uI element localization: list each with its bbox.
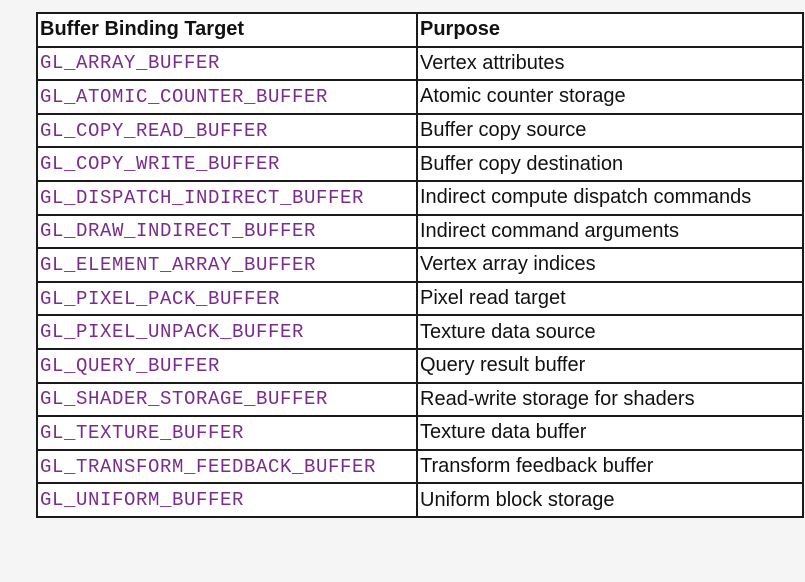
purpose-cell: Buffer copy source: [416, 112, 804, 149]
binding-target-cell: GL_DISPATCH_INDIRECT_BUFFER: [36, 179, 418, 216]
table-row: GL_QUERY_BUFFER Query result buffer: [36, 347, 804, 384]
purpose-cell: Indirect compute dispatch commands: [416, 179, 804, 216]
binding-target-cell: GL_PIXEL_UNPACK_BUFFER: [36, 314, 418, 350]
purpose-cell: Buffer copy destination: [416, 146, 804, 182]
binding-target-cell: GL_QUERY_BUFFER: [36, 347, 418, 384]
binding-target-cell: GL_ELEMENT_ARRAY_BUFFER: [36, 247, 418, 283]
table-row: GL_TEXTURE_BUFFER Texture data buffer: [36, 415, 804, 451]
table-header-row: Buffer Binding Target Purpose: [36, 12, 804, 48]
table-row: GL_ELEMENT_ARRAY_BUFFER Vertex array ind…: [36, 247, 804, 283]
table-row: GL_SHADER_STORAGE_BUFFER Read-write stor…: [36, 381, 804, 418]
purpose-cell: Transform feedback buffer: [416, 448, 804, 485]
table-row: GL_DISPATCH_INDIRECT_BUFFER Indirect com…: [36, 179, 804, 216]
table-row: GL_DRAW_INDIRECT_BUFFER Indirect command…: [36, 213, 804, 250]
purpose-cell: Atomic counter storage: [416, 79, 804, 115]
purpose-cell: Vertex array indices: [416, 247, 804, 283]
purpose-cell: Texture data buffer: [416, 415, 804, 451]
binding-target-cell: GL_PIXEL_PACK_BUFFER: [36, 280, 418, 317]
header-buffer-binding-target: Buffer Binding Target: [36, 12, 418, 48]
purpose-cell: Pixel read target: [416, 280, 804, 317]
table-row: GL_COPY_WRITE_BUFFER Buffer copy destina…: [36, 146, 804, 182]
purpose-cell: Query result buffer: [416, 347, 804, 384]
table-row: GL_ARRAY_BUFFER Vertex attributes: [36, 45, 804, 82]
binding-target-cell: GL_SHADER_STORAGE_BUFFER: [36, 381, 418, 418]
purpose-cell: Indirect command arguments: [416, 213, 804, 250]
buffer-binding-table: Buffer Binding Target Purpose GL_ARRAY_B…: [36, 12, 804, 518]
binding-target-cell: GL_ATOMIC_COUNTER_BUFFER: [36, 79, 418, 115]
table-row: GL_PIXEL_PACK_BUFFER Pixel read target: [36, 280, 804, 317]
purpose-cell: Uniform block storage: [416, 482, 804, 518]
binding-target-cell: GL_COPY_WRITE_BUFFER: [36, 146, 418, 182]
binding-target-cell: GL_TEXTURE_BUFFER: [36, 415, 418, 451]
header-purpose: Purpose: [416, 12, 804, 48]
binding-target-cell: GL_DRAW_INDIRECT_BUFFER: [36, 213, 418, 250]
binding-target-cell: GL_COPY_READ_BUFFER: [36, 112, 418, 149]
purpose-cell: Read-write storage for shaders: [416, 381, 804, 418]
purpose-cell: Texture data source: [416, 314, 804, 350]
table-row: GL_UNIFORM_BUFFER Uniform block storage: [36, 482, 804, 518]
table-row: GL_PIXEL_UNPACK_BUFFER Texture data sour…: [36, 314, 804, 350]
binding-target-cell: GL_TRANSFORM_FEEDBACK_BUFFER: [36, 448, 418, 485]
binding-target-cell: GL_ARRAY_BUFFER: [36, 45, 418, 82]
table-row: GL_TRANSFORM_FEEDBACK_BUFFER Transform f…: [36, 448, 804, 485]
table-row: GL_ATOMIC_COUNTER_BUFFER Atomic counter …: [36, 79, 804, 115]
binding-target-cell: GL_UNIFORM_BUFFER: [36, 482, 418, 518]
purpose-cell: Vertex attributes: [416, 45, 804, 82]
table-row: GL_COPY_READ_BUFFER Buffer copy source: [36, 112, 804, 149]
